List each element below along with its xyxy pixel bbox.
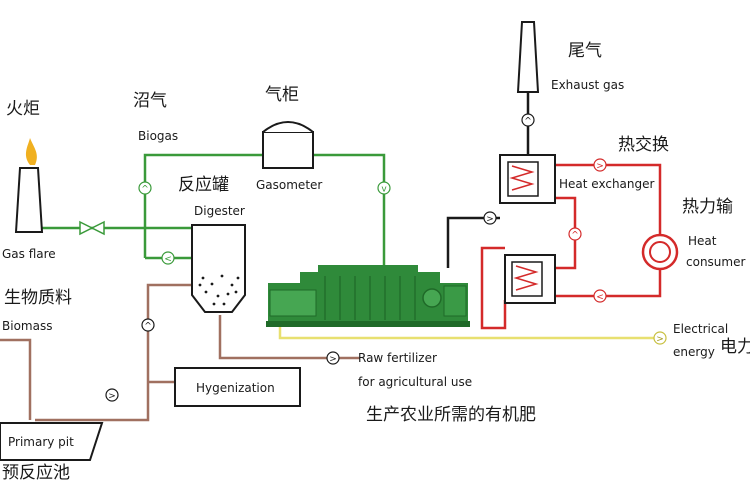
flame-icon (25, 138, 37, 165)
gas-flare (14, 138, 44, 233)
svg-text:^: ^ (571, 231, 579, 241)
label-gasometer-cn: 气柜 (265, 85, 299, 105)
svg-text:^: ^ (141, 185, 149, 195)
engine-generator (266, 265, 470, 327)
label-flare-cn: 火炬 (6, 99, 40, 119)
label-heat-exchanger-cn: 热交换 (618, 135, 669, 155)
svg-text:>: > (329, 355, 337, 365)
label-fertilizer-en-2: for agricultural use (358, 375, 472, 389)
label-heat-consumer-cn: 热力输 (682, 197, 733, 217)
label-exhaust-en: Exhaust gas (551, 78, 624, 92)
exhaust-chimney (516, 21, 540, 93)
label-primary-pit-cn: 预反应池 (2, 463, 70, 483)
label-biogas-en: Biogas (138, 129, 178, 143)
heat-consumer (641, 233, 679, 271)
label-electrical-en-1: Electrical (673, 322, 728, 336)
label-heat-consumer-en-1: Heat (688, 234, 717, 248)
svg-text:<: < (164, 255, 172, 265)
svg-text:>: > (596, 162, 604, 172)
label-heat-consumer-en-2: consumer (686, 255, 745, 269)
gasometer (262, 121, 314, 169)
digester (191, 224, 246, 313)
label-fertilizer-cn: 生产农业所需的有机肥 (366, 405, 536, 425)
svg-text:<: < (596, 293, 604, 303)
label-fertilizer-en-1: Raw fertilizer (358, 351, 437, 365)
hygenization-box (174, 367, 301, 407)
heat-exchanger-lower (504, 254, 556, 304)
svg-text:^: ^ (524, 117, 532, 127)
svg-text:>: > (108, 392, 116, 402)
primary-pit (0, 422, 104, 461)
label-primary-pit-en: Primary pit (8, 435, 74, 449)
label-digester-cn: 反应罐 (178, 175, 229, 195)
flow-markers: ^ < v ^ > > ^ > > ^ < > (105, 113, 667, 402)
label-exhaust-cn: 尾气 (568, 41, 602, 61)
svg-text:v: v (381, 185, 387, 195)
svg-text:>: > (656, 335, 664, 345)
label-gasometer-en: Gasometer (256, 178, 322, 192)
label-flare-en: Gas flare (2, 247, 56, 261)
label-biogas-cn: 沼气 (133, 91, 167, 111)
label-electrical-cn: 电力 (720, 337, 750, 357)
heat-exchanger-upper (499, 154, 556, 204)
label-digester-en: Digester (194, 204, 245, 218)
valve-icon (79, 220, 105, 236)
label-electrical-en-2: energy (673, 345, 715, 359)
label-biomass-en: Biomass (2, 319, 52, 333)
slurry-lines (0, 283, 360, 422)
label-biomass-cn: 生物质料 (4, 288, 72, 308)
svg-text:^: ^ (144, 322, 152, 332)
label-hygenization: Hygenization (196, 381, 275, 395)
svg-text:>: > (486, 215, 494, 225)
label-heat-exchanger-en: Heat exchanger (559, 177, 655, 191)
